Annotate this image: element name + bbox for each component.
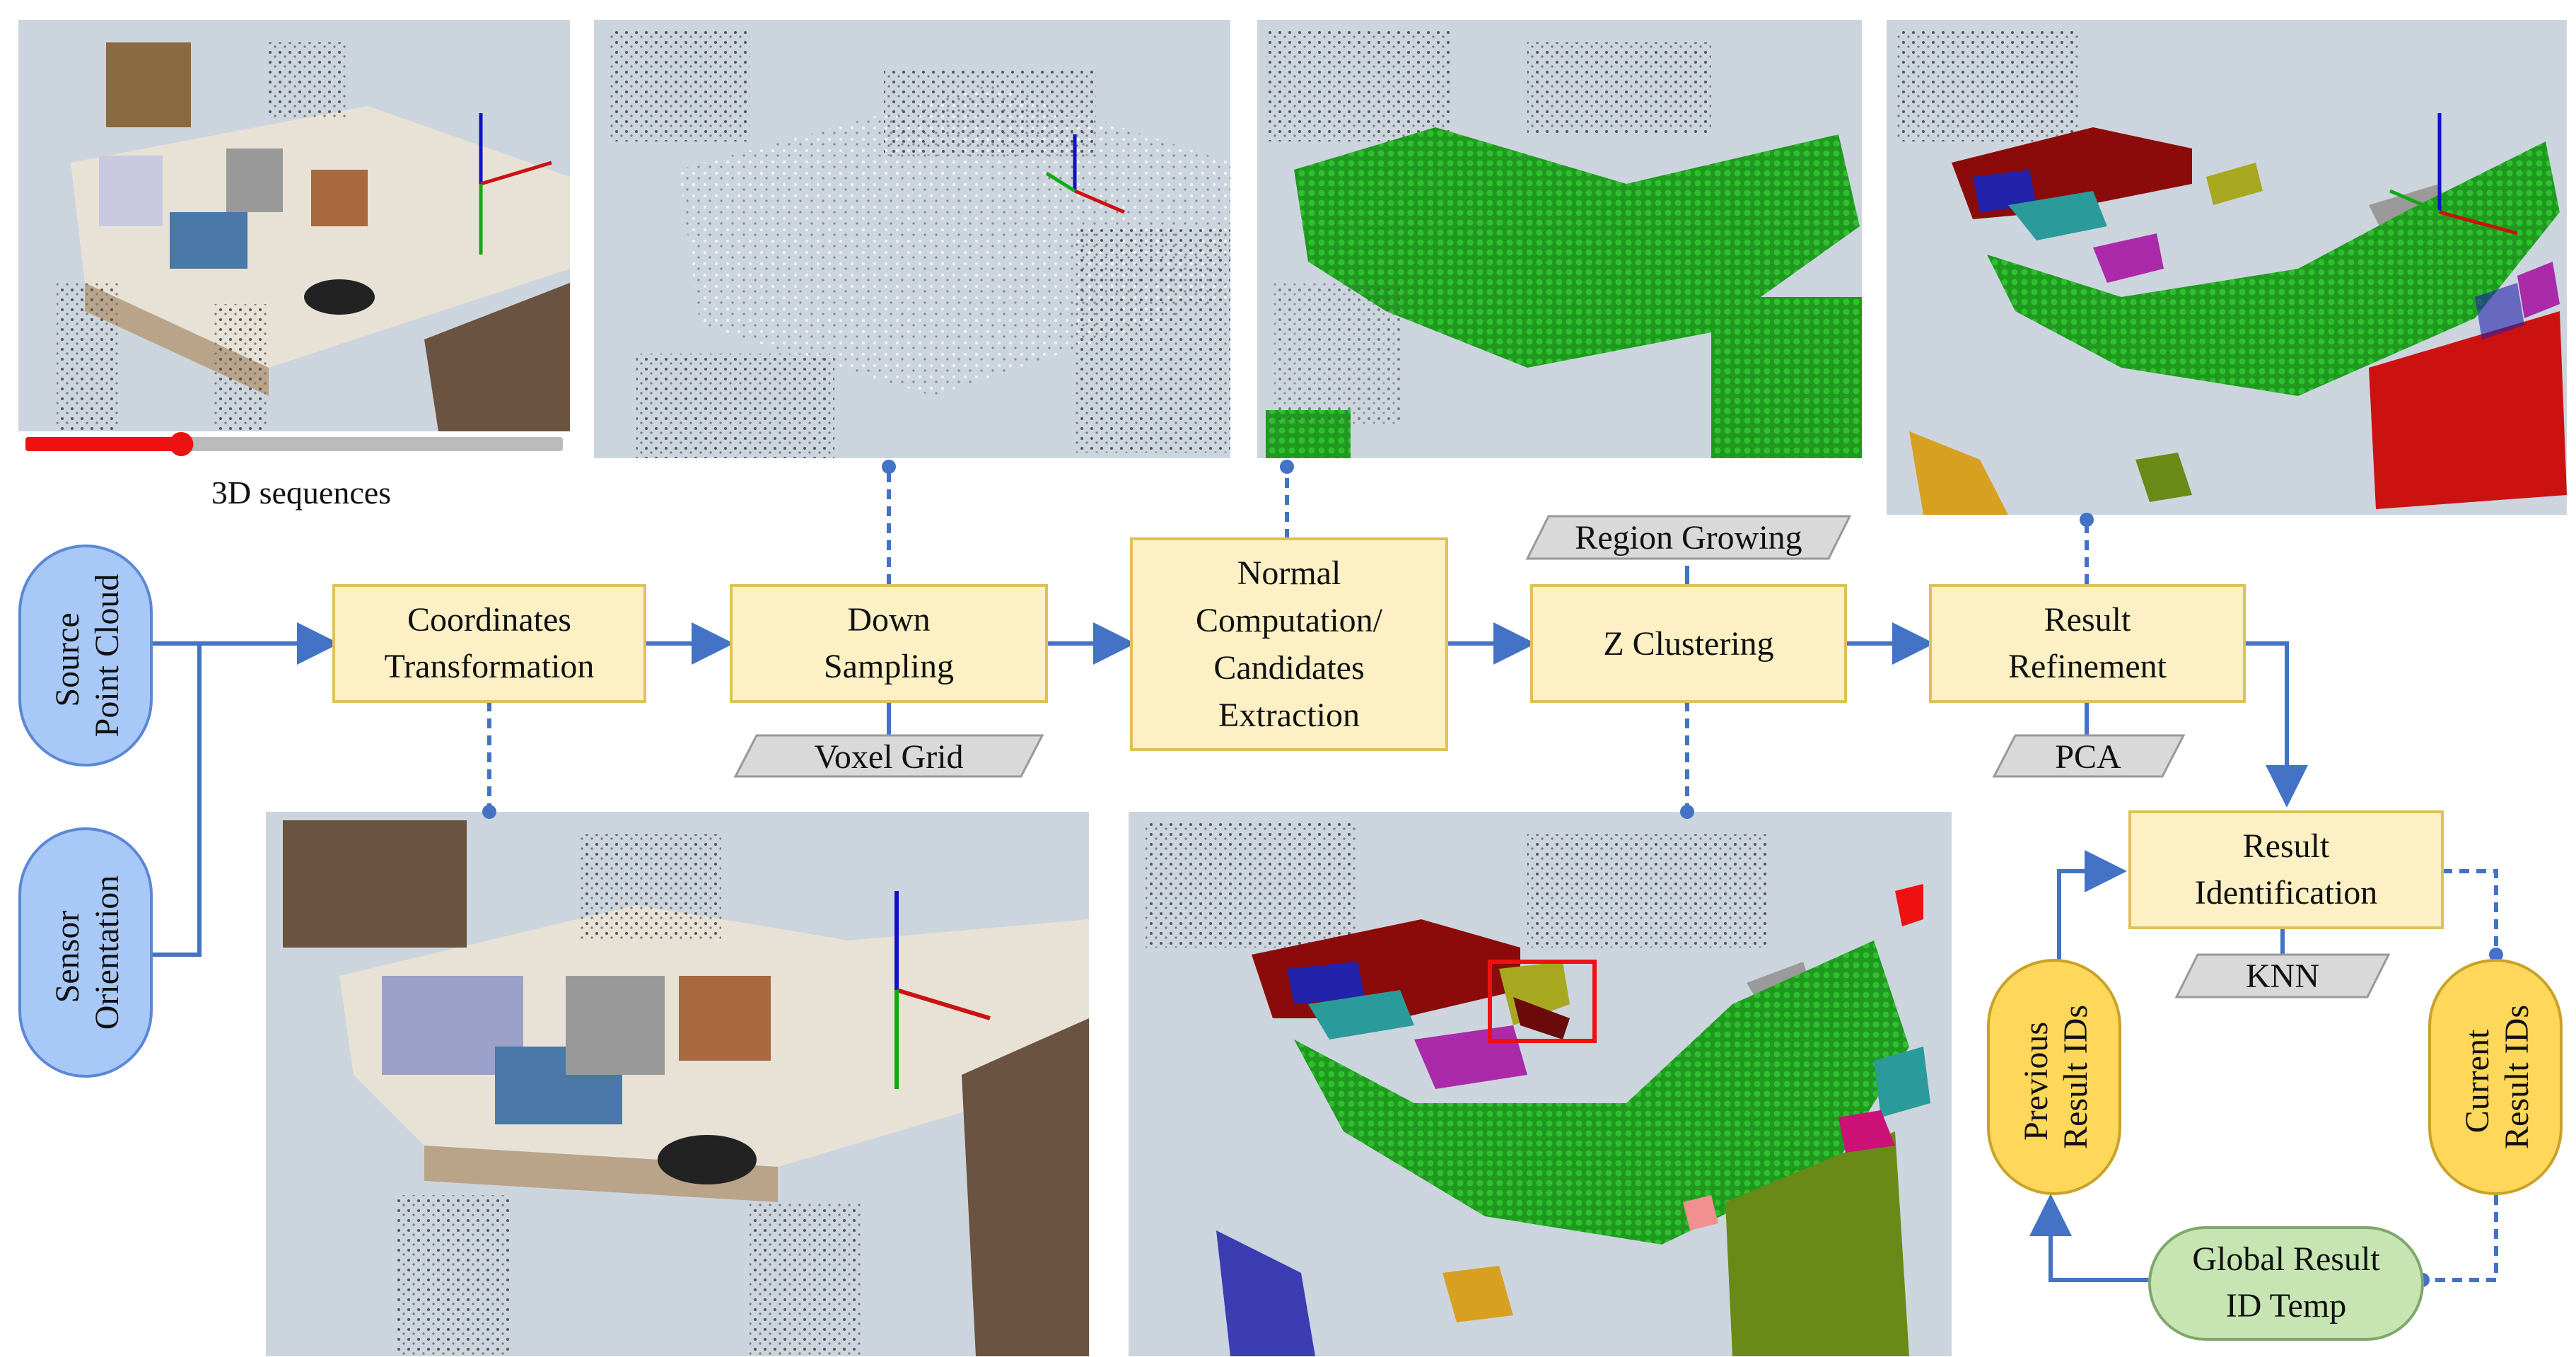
svg-text:Normal: Normal [1237, 554, 1341, 592]
previous-result-ids-node: Previous Result IDs [1987, 959, 2121, 1195]
down-sampling-node: Down Sampling [730, 584, 1048, 703]
candidates-cloud-image [1257, 20, 1862, 458]
svg-text:Extraction: Extraction [1218, 697, 1360, 734]
svg-text:Identification: Identification [2195, 874, 2378, 912]
highlight-box [1488, 960, 1597, 1043]
svg-text:Result: Result [2243, 827, 2330, 865]
transformed-rgb-cloud-image [266, 812, 1089, 1356]
source-label-line2: Point Cloud [88, 574, 126, 738]
region-growing-label: Region Growing [1525, 515, 1852, 560]
sequences-caption: 3D sequences [211, 474, 391, 511]
slider-knob[interactable] [169, 432, 194, 456]
result-identification-node: Result Identification [2128, 810, 2444, 929]
svg-text:Region Growing: Region Growing [1575, 519, 1802, 557]
svg-text:Sensor Orientation: Sensor Orientation [49, 875, 126, 1030]
slider-fill [25, 437, 182, 451]
svg-text:ID Temp: ID Temp [2226, 1287, 2346, 1324]
result-refinement-node: Result Refinement [1929, 584, 2246, 703]
arrow-global-to-previous [2029, 1194, 2150, 1282]
dashed-image-links [487, 467, 2498, 1282]
refined-clusters-image [1887, 20, 2567, 515]
z-clustering-image [1129, 812, 1952, 1356]
z-clustering-node: Z Clustering [1530, 584, 1847, 703]
svg-text:Transformation: Transformation [385, 648, 595, 685]
sensor-label-line1: Sensor [49, 911, 86, 1003]
sensor-orientation-node: Sensor Orientation [18, 827, 153, 1078]
current-result-ids-node: Current Result IDs [2428, 959, 2563, 1195]
arrow-refine-to-identify [2244, 641, 2308, 808]
knn-label: KNN [2174, 953, 2391, 998]
arrow-previous-to-identify [2057, 850, 2127, 962]
voxel-grid-label: Voxel Grid [733, 734, 1044, 778]
line-sensor-to-junction [151, 643, 202, 957]
svg-text:Global Result: Global Result [2192, 1240, 2380, 1278]
downsampled-cloud-image [594, 20, 1230, 458]
pca-label: PCA [1992, 734, 2186, 778]
svg-text:Source Point Cloud: Source Point Cloud [49, 574, 126, 738]
flow-arrows [151, 566, 2308, 1282]
svg-text:Refinement: Refinement [2008, 648, 2167, 685]
svg-text:Z Clustering: Z Clustering [1603, 625, 1773, 663]
svg-text:KNN: KNN [2246, 957, 2319, 995]
svg-text:Current Result IDs: Current Result IDs [2459, 1005, 2536, 1149]
svg-text:Previous Result IDs: Previous Result IDs [2017, 1005, 2094, 1149]
normal-computation-node: Normal Computation/ Candidates Extractio… [1130, 537, 1448, 751]
svg-text:Down: Down [847, 601, 930, 639]
svg-text:Result: Result [2044, 601, 2131, 639]
svg-text:Voxel Grid: Voxel Grid [814, 738, 963, 776]
rgb-point-cloud-image [18, 20, 570, 431]
sequence-slider[interactable] [25, 432, 563, 456]
source-label-line1: Source [49, 612, 86, 706]
svg-text:Candidates: Candidates [1213, 649, 1364, 687]
global-result-id-temp-node: Global Result ID Temp [2148, 1226, 2424, 1341]
source-point-cloud-node: Source Point Cloud [18, 544, 153, 767]
svg-text:PCA: PCA [2055, 738, 2121, 776]
svg-text:Sampling: Sampling [824, 648, 954, 685]
coordinates-transformation-node: Coordinates Transformation [332, 584, 646, 703]
svg-text:Coordinates: Coordinates [407, 601, 571, 639]
sensor-label-line2: Orientation [88, 875, 126, 1030]
svg-text:Computation/: Computation/ [1196, 602, 1383, 639]
